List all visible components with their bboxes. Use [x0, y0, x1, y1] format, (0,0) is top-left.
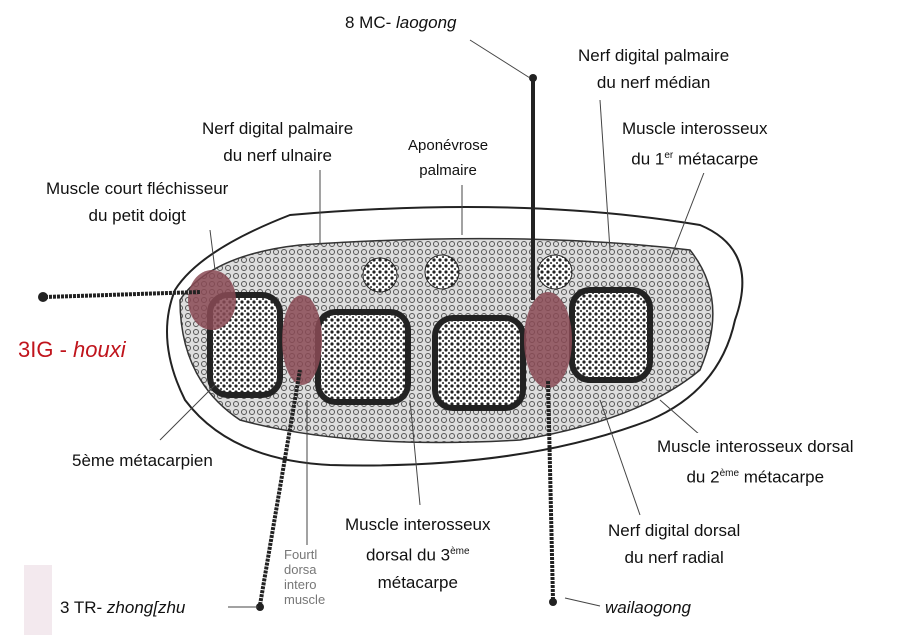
text: ème [450, 546, 470, 557]
label-aponeurosis: Aponévrose palmaire [408, 133, 489, 183]
label-ulnar-nerve: Nerf digital palmaire du nerf ulnaire [202, 115, 354, 169]
point-code: 3 TR- [60, 598, 107, 617]
text: du petit doigt [88, 206, 186, 225]
text: Nerf digital palmaire [578, 46, 730, 65]
needle-houxi [44, 290, 201, 299]
point-code: 8 MC- [345, 13, 396, 32]
text: dorsal du 3ème [345, 538, 491, 569]
needle-zhongzhu [258, 369, 302, 606]
point-name: zhong[zhu [106, 598, 186, 617]
text: Nerf digital palmaire [202, 119, 354, 138]
point-name: houxi [73, 337, 126, 362]
text: Muscle interosseux [622, 119, 768, 138]
label-flexor: Muscle court fléchisseur du petit doigt [46, 175, 229, 229]
text: Fourtl [284, 547, 318, 562]
text: dorsal du 3 [365, 545, 451, 565]
text: Muscle interosseux [345, 515, 491, 534]
point-name: wailaogong [605, 598, 692, 617]
label-median-nerve: Nerf digital palmaire du nerf médian [578, 42, 730, 96]
text: métacarpe [739, 467, 825, 487]
text: muscle [284, 592, 326, 607]
needle-wailaogong [546, 379, 555, 601]
point-name: laogong [396, 13, 457, 32]
point-code: 3IG - [18, 337, 74, 362]
text: métacarpe [673, 149, 759, 169]
text: intero [284, 577, 317, 592]
metacarpal-3 [432, 315, 526, 411]
text: du 2ème métacarpe [657, 460, 854, 491]
label-laogong: 8 MC- laogong [345, 9, 457, 36]
metacarpal-4 [315, 309, 411, 405]
text: er [664, 150, 674, 161]
muscle-interosseous-4 [282, 295, 322, 385]
text: Muscle court fléchisseur [46, 179, 229, 198]
label-interosseous-3: Muscle interosseux dorsal du 3ème métacarp… [345, 511, 491, 596]
smudge [24, 565, 52, 635]
label-radial-nerve: Nerf digital dorsal du nerf radial [608, 517, 741, 571]
text: du 1 [631, 149, 665, 169]
text: Muscle interosseux dorsal [657, 437, 854, 456]
text: du nerf radial [624, 548, 724, 567]
text: métacarpe [377, 572, 458, 592]
text: du nerf médian [596, 73, 711, 92]
text: dorsa [284, 562, 317, 577]
label-metacarpal-5: 5ème métacarpien [72, 447, 213, 474]
muscle-flexor-little [188, 270, 236, 330]
text: du 2 [686, 467, 720, 487]
muscle-interosseous-2 [524, 292, 572, 388]
text: Nerf digital dorsal [608, 521, 741, 540]
label-interosseous-1: Muscle interosseux du 1er métacarpe [622, 115, 768, 173]
text: palmaire [419, 162, 477, 179]
text: Aponévrose [408, 137, 489, 154]
label-wailaogong: wailaogong [605, 594, 692, 621]
text: du 1er métacarpe [622, 142, 768, 173]
leader-lines [159, 39, 706, 608]
text: du nerf ulnaire [223, 146, 332, 165]
text: ème [719, 468, 740, 479]
label-zhongzhu: 3 TR- zhong[zhu [60, 594, 186, 621]
label-interosseous-2: Muscle interosseux dorsal du 2ème métacar… [657, 433, 854, 491]
metacarpal-2 [569, 287, 653, 383]
label-houxi: 3IG - houxi [18, 336, 126, 363]
